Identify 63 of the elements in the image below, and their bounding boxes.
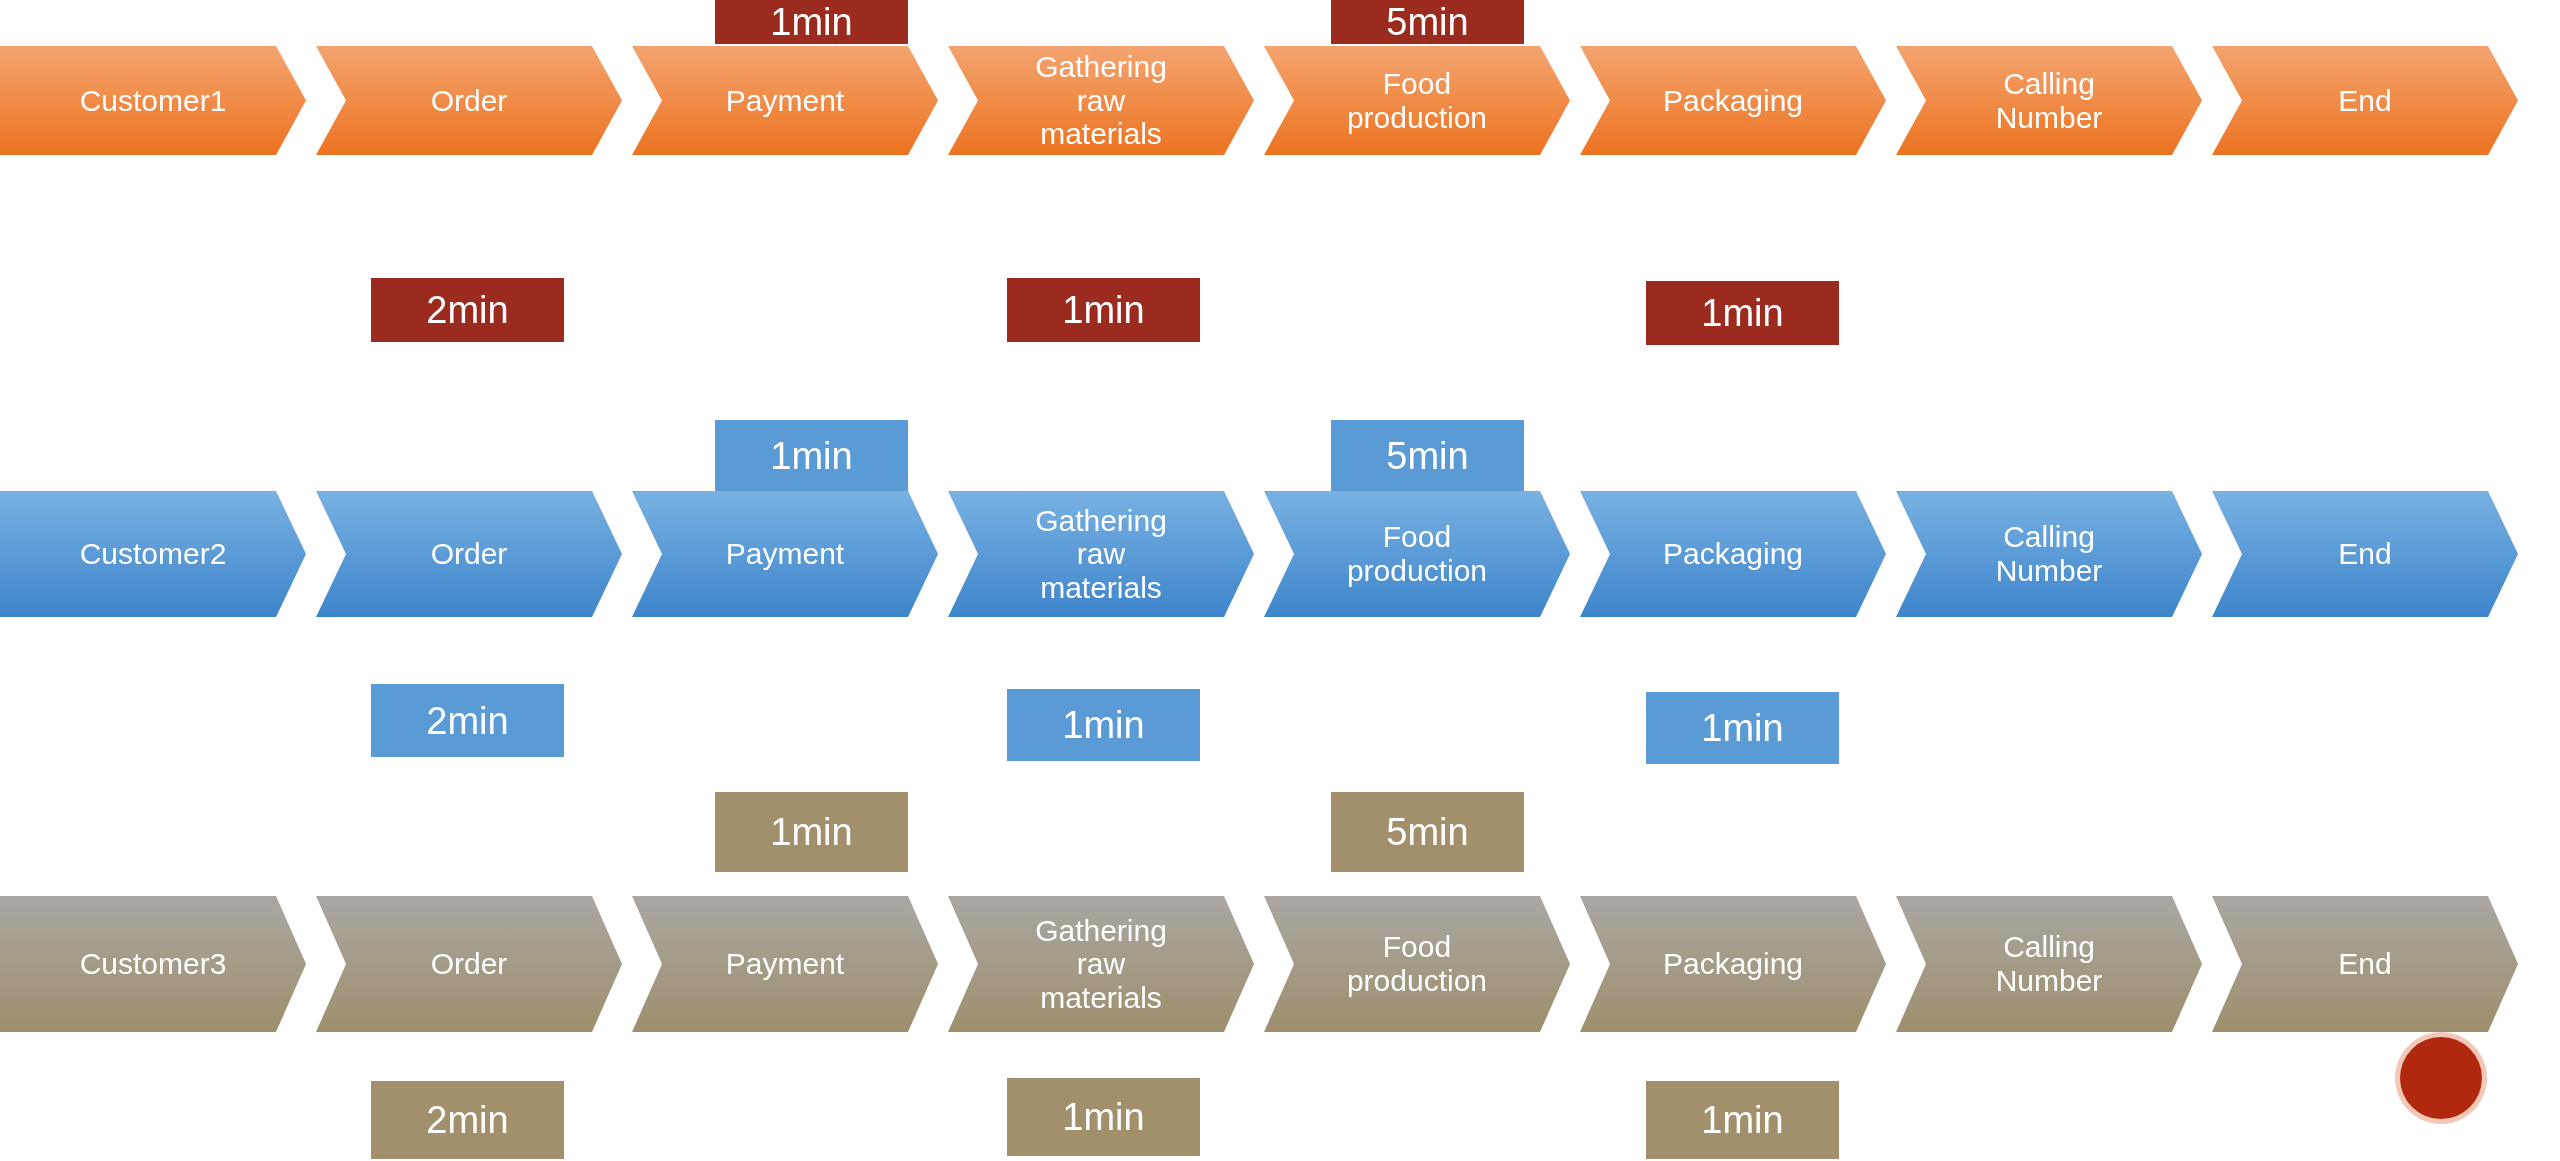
step-label: Calling Number [1994,66,2104,135]
process-step [948,46,1254,155]
step-label: Customer2 [78,537,228,571]
step-label: Packaging [1661,83,1805,118]
process-step [1264,46,1570,155]
step-label: Order [429,537,509,571]
process-step [1896,491,2202,617]
process-step [1896,46,2202,155]
duration-tag: 1min [1646,1081,1839,1159]
step-label: Payment [724,83,846,118]
step-label: Order [429,947,509,981]
duration-tag: 1min [1646,281,1839,345]
process-step [316,491,622,617]
duration-tag: 2min [371,278,564,342]
duration-tag: 1min [1007,1078,1200,1156]
step-label: Packaging [1661,537,1805,571]
duration-tag: 1min [715,420,908,491]
step-label: Payment [724,947,846,981]
process-step [0,491,306,617]
step-label: Food production [1345,520,1489,588]
process-step [1264,491,1570,617]
step-label: Food production [1345,66,1489,135]
process-step [1580,46,1886,155]
step-label: Customer3 [78,947,228,981]
duration-tag: 1min [1646,692,1839,764]
process-step [316,896,622,1032]
step-label: Gathering raw materials [1034,50,1168,151]
process-step [2212,896,2518,1032]
process-step [1264,896,1570,1032]
duration-tag: 1min [715,792,908,872]
process-step [632,491,938,617]
step-label: End [2337,83,2393,118]
step-label: Packaging [1661,947,1805,981]
process-step [1580,896,1886,1032]
step-label: Food production [1345,930,1489,998]
process-step [1896,896,2202,1032]
duration-tag: 1min [1007,278,1200,342]
step-label: Order [429,83,509,118]
step-label: Calling Number [1994,930,2104,998]
process-step [0,896,306,1032]
duration-tag: 5min [1331,792,1524,872]
process-step [948,896,1254,1032]
process-step [948,491,1254,617]
step-label: Customer1 [78,83,228,118]
process-step [2212,491,2518,617]
step-label: End [2337,537,2393,571]
duration-tag: 5min [1331,420,1524,491]
step-label: Payment [724,537,846,571]
duration-tag: 2min [371,1081,564,1159]
process-step [0,46,306,155]
duration-tag: 2min [371,684,564,757]
process-step [632,46,938,155]
process-step [2212,46,2518,155]
step-label: Gathering raw materials [1034,503,1168,605]
step-label: End [2337,947,2393,981]
duration-tag: 1min [1007,689,1200,761]
process-step [632,896,938,1032]
step-label: Calling Number [1994,520,2104,588]
process-step [1580,491,1886,617]
step-label: Gathering raw materials [1034,913,1168,1015]
duration-tag: 1min [715,0,908,44]
process-step [316,46,622,155]
duration-tag: 5min [1331,0,1524,44]
